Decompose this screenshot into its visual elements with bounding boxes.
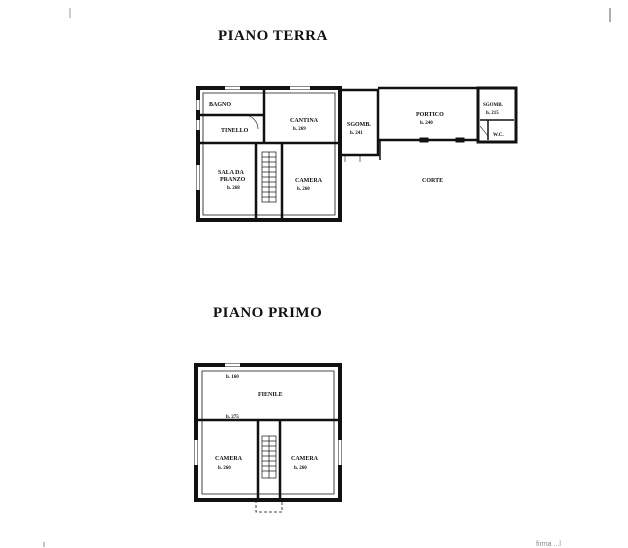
room-label-fienile: FIENILE xyxy=(258,392,283,398)
room-label-camera-right: CAMERA xyxy=(291,456,319,462)
room-label-tinello: TINELLO xyxy=(221,128,249,134)
room-label-portico: PORTICO xyxy=(416,112,444,118)
door-swing xyxy=(243,114,259,130)
balcony xyxy=(255,500,283,513)
room-height-sgomb2: h. 215 xyxy=(486,111,499,116)
room-height-camera: h. 260 xyxy=(297,187,310,192)
room-label-sala-1: SALA DA xyxy=(218,170,245,176)
room-label-sala-2: PRANZO xyxy=(220,177,246,183)
room-height-camera-right: h. 260 xyxy=(294,466,307,471)
room-label-camera-left: CAMERA xyxy=(215,456,243,462)
first-floor-outer-wall xyxy=(194,363,342,502)
height-label-mid: h. 275 xyxy=(226,415,239,420)
pillar xyxy=(455,137,465,143)
outbuilding-wall xyxy=(476,86,518,144)
area-label-corte: CORTE xyxy=(422,178,443,184)
room-label-sgomb2: SGOMB. xyxy=(483,103,504,108)
room-height-portico: h. 240 xyxy=(420,121,433,126)
staircase xyxy=(261,151,277,203)
house-inner-wall xyxy=(202,92,336,216)
room-height-cantina: h. 269 xyxy=(293,127,306,132)
scan-signature: firma ...l xyxy=(536,541,561,548)
storage-room-wall xyxy=(340,88,380,157)
first-floor-inner-wall xyxy=(201,370,335,495)
room-height-sala: h. 268 xyxy=(227,186,240,191)
room-label-camera: CAMERA xyxy=(295,178,323,184)
room-label-wc: W.C. xyxy=(493,133,504,138)
room-label-sgomb: SGOMB. xyxy=(347,122,371,128)
first-floor-staircase xyxy=(261,435,277,479)
room-label-bagno: BAGNO xyxy=(209,102,231,108)
first-floor-title: PIANO PRIMO xyxy=(213,305,323,321)
ground-floor-title: PIANO TERRA xyxy=(218,28,328,44)
door xyxy=(255,212,283,218)
ground-floor-plan xyxy=(196,86,518,222)
height-label-top: h. 160 xyxy=(226,375,239,380)
room-label-cantina: CANTINA xyxy=(290,118,319,124)
pillar xyxy=(419,137,429,143)
room-height-sgomb: h. 241 xyxy=(350,131,363,136)
first-floor-plan xyxy=(194,363,342,513)
room-height-camera-left: h. 260 xyxy=(218,466,231,471)
